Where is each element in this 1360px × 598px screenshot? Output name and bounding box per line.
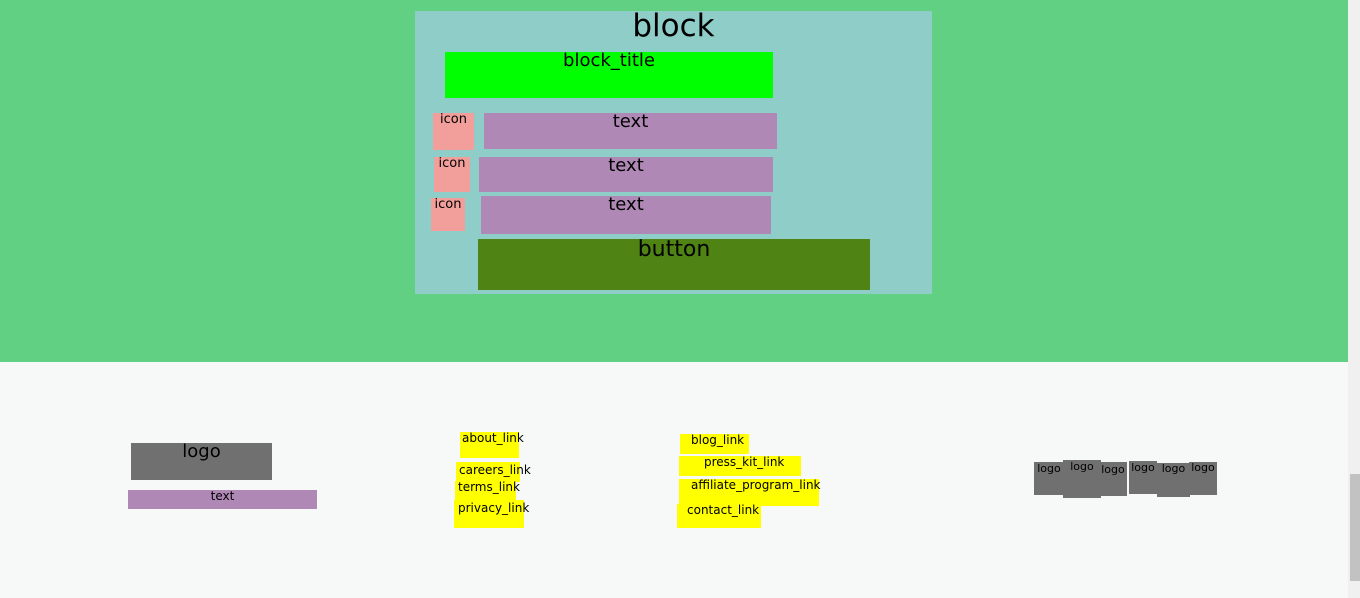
blog-link[interactable]: blog_link (680, 434, 749, 454)
partner-logo: logo (1189, 462, 1217, 495)
scrollbar-thumb[interactable] (1350, 474, 1360, 581)
feature-icon: icon (434, 157, 470, 192)
partner-logo: logo (1129, 461, 1157, 494)
feature-text: text (484, 113, 777, 149)
contact-link[interactable]: contact_link (677, 504, 761, 528)
careers-link[interactable]: careers_link (456, 462, 531, 482)
feature-icon: icon (433, 113, 474, 150)
footer-logo: logo (131, 443, 272, 480)
feature-icon: icon (431, 198, 465, 231)
feature-text: text (479, 157, 773, 192)
terms-link[interactable]: terms_link (455, 481, 520, 501)
partner-logo: logo (1034, 462, 1064, 495)
partner-logo: logo (1157, 463, 1190, 497)
press-kit-link[interactable]: press_kit_link (679, 456, 801, 476)
affiliate-program-link[interactable]: affiliate_program_link (679, 479, 821, 506)
feature-text: text (481, 196, 771, 234)
footer-text: text (128, 490, 317, 509)
partner-logo: logo (1099, 462, 1127, 496)
primary-button[interactable]: button (478, 239, 870, 290)
scrollbar-track[interactable] (1348, 0, 1360, 598)
block-label: block (632, 8, 715, 44)
about-link[interactable]: about_link (460, 432, 524, 458)
block-title: block_title (445, 52, 773, 98)
partner-logo: logo (1063, 460, 1101, 498)
privacy-link[interactable]: privacy_link (454, 500, 529, 528)
